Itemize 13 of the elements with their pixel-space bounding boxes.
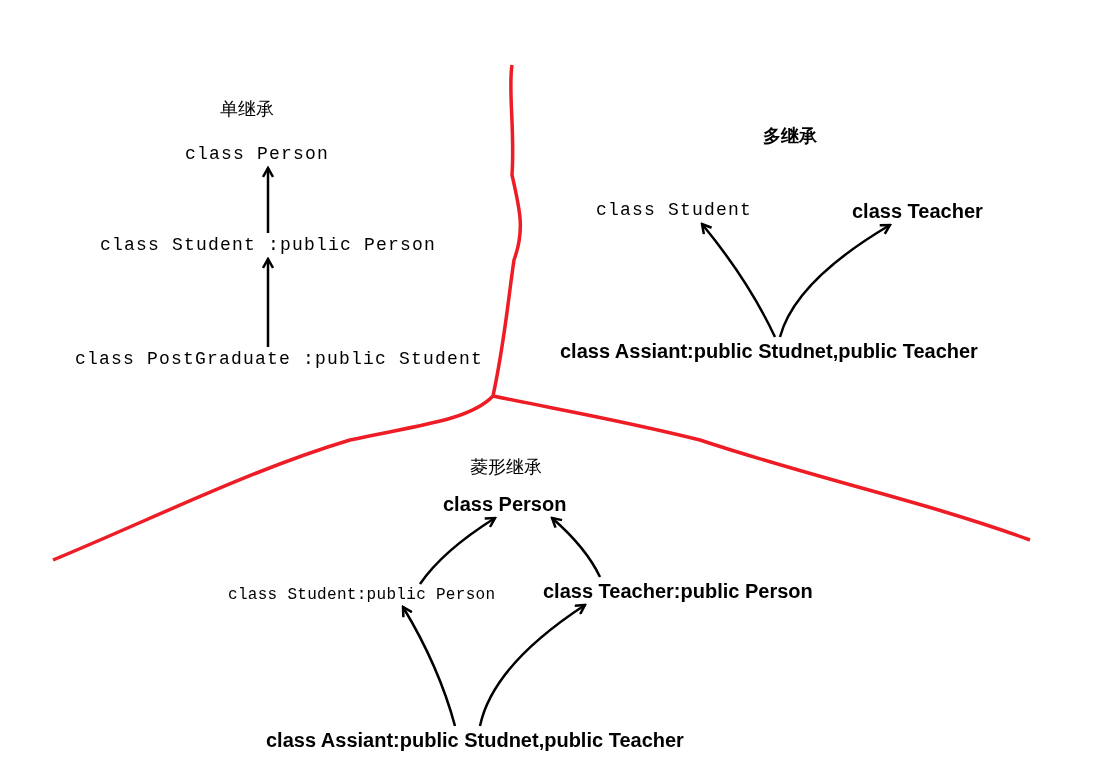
class-label: class Teacher [852, 199, 983, 223]
section-heading: 多继承 [763, 124, 817, 148]
class-label: class Student:public Person [228, 586, 496, 606]
class-label: class Assiant:public Studnet,public Teacher [266, 728, 684, 752]
class-label: class Student :public Person [100, 235, 437, 257]
class-label: class Person [443, 492, 567, 516]
section-heading: 菱形继承 [470, 455, 542, 479]
class-label: class Person [185, 144, 330, 166]
class-label: class Teacher:public Person [543, 579, 813, 603]
class-label: class Assiant:public Studnet,public Teacher [560, 339, 978, 363]
section-heading: 单继承 [220, 97, 274, 121]
class-label: class PostGraduate :public Student [75, 349, 484, 371]
class-label: class Student [596, 200, 753, 222]
